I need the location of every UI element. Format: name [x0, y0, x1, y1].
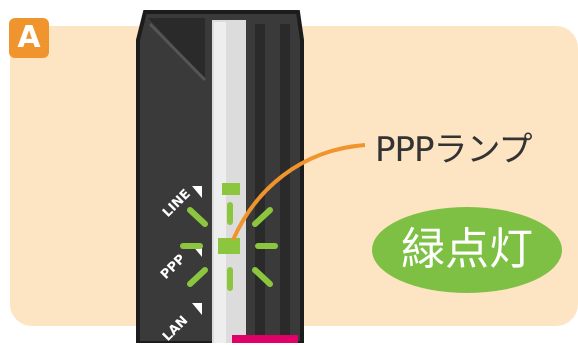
- line-lamp: [222, 183, 240, 195]
- blink-rays: [180, 202, 278, 291]
- ppp-lamp-label: PPPランプ: [375, 130, 532, 170]
- ppp-lamp: [218, 238, 240, 254]
- lan-marker-icon: [192, 303, 202, 315]
- connector-cable: [232, 335, 298, 343]
- line-marker-icon: [192, 186, 202, 198]
- callout-line: [231, 143, 366, 241]
- section-badge: A: [9, 18, 49, 58]
- status-badge: 緑点灯: [372, 207, 562, 293]
